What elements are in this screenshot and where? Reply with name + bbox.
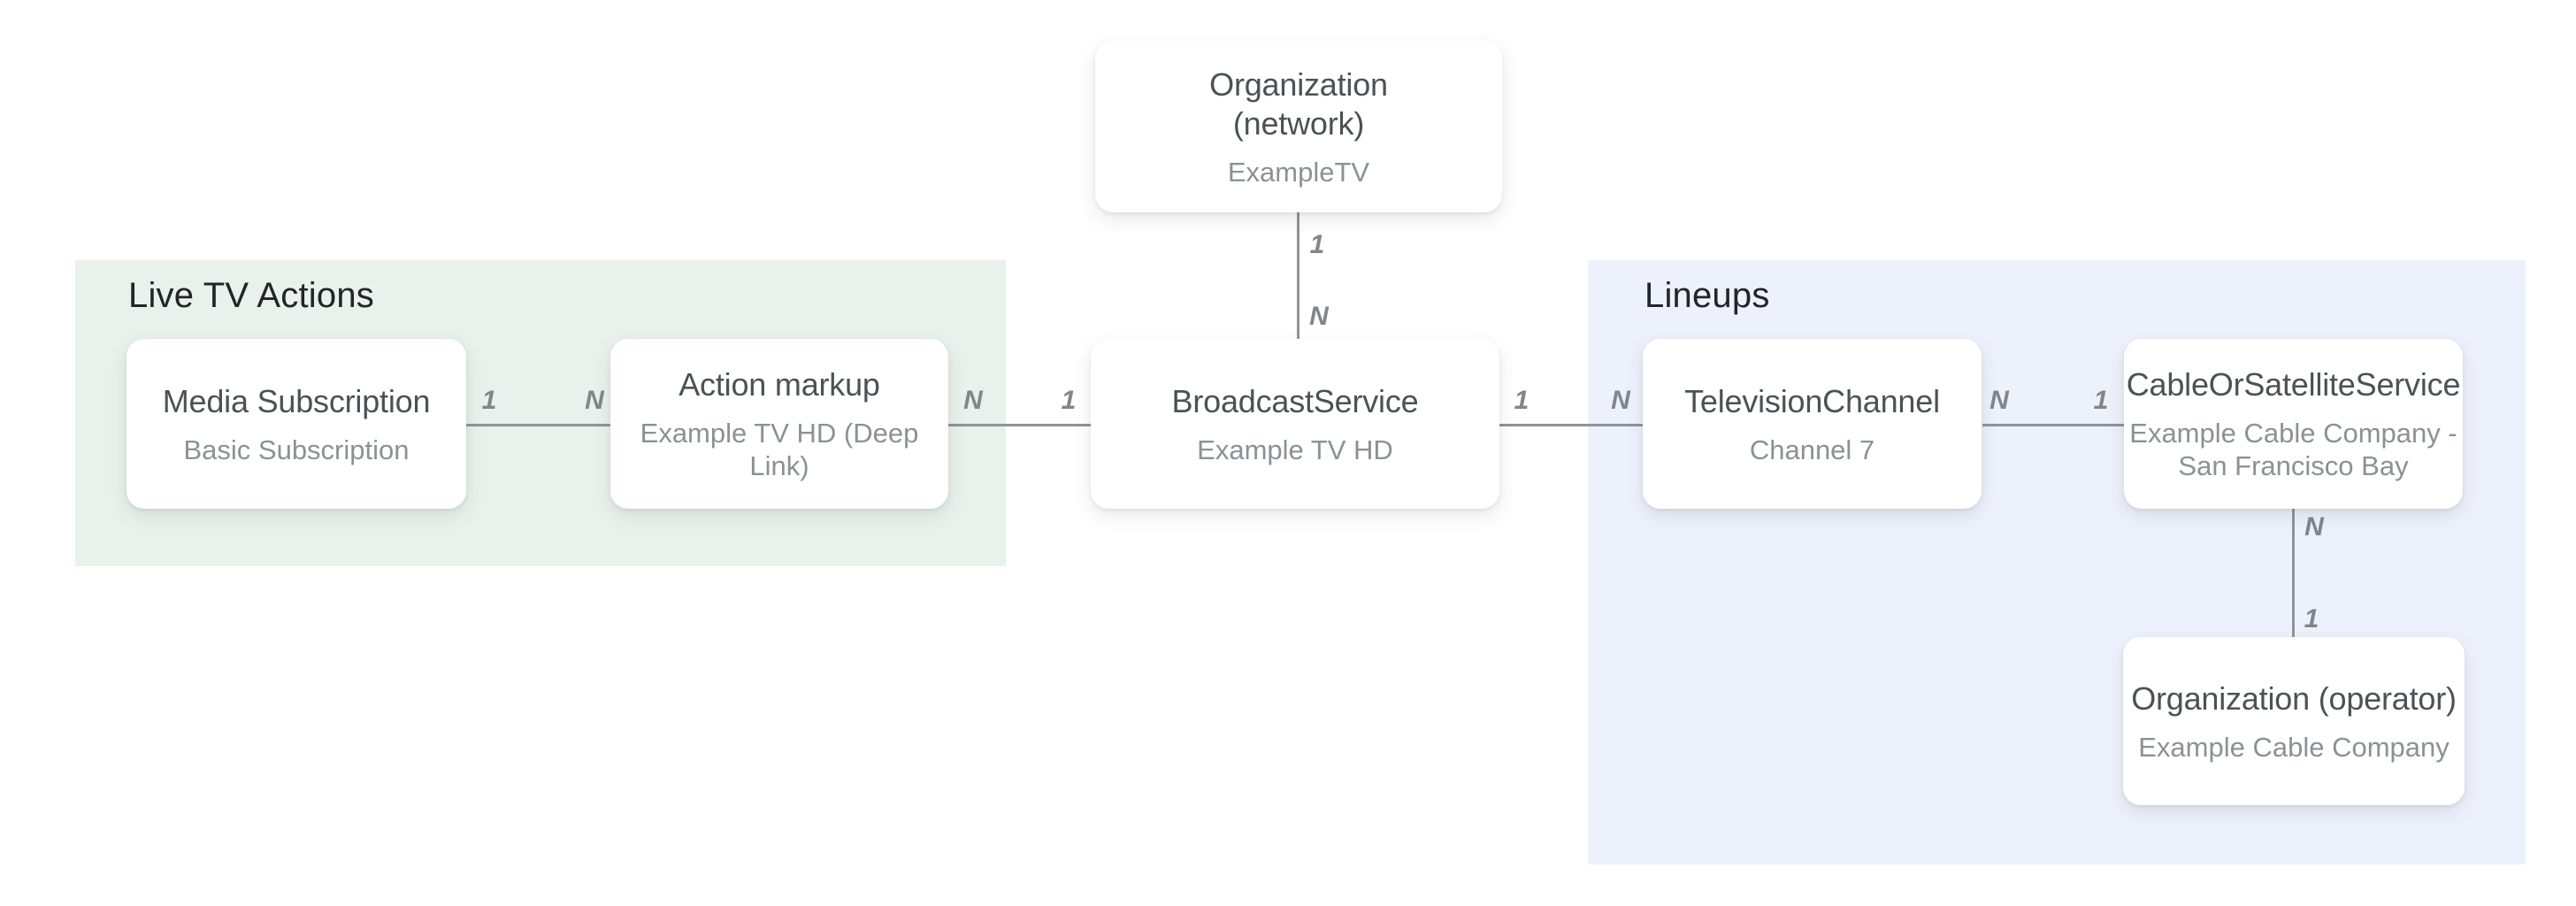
node-cable-or-satellite-service: CableOrSatelliteService Example Cable Co…	[2124, 339, 2463, 509]
node-subtitle: Basic Subscription	[183, 434, 410, 465]
node-subtitle: Example TV HD (Deep Link)	[640, 418, 919, 481]
node-title: BroadcastService	[1171, 382, 1419, 419]
node-organization-network: Organization (network) ExampleTV	[1095, 41, 1502, 212]
cardinality-label-n: N	[585, 386, 604, 415]
node-organization-operator: Organization (operator) Example Cable Co…	[2123, 637, 2465, 805]
node-television-channel: TelevisionChannel Channel 7	[1643, 339, 1982, 509]
node-subtitle: ExampleTV	[1227, 156, 1370, 188]
node-action-markup: Action markup Example TV HD (Deep Link)	[610, 339, 948, 509]
connector-mediasubscription-actionmarkup	[466, 424, 610, 426]
node-title: Organization (operator)	[2131, 680, 2457, 717]
node-title: TelevisionChannel	[1684, 382, 1940, 419]
node-title: CableOrSatelliteService	[2126, 366, 2461, 403]
cardinality-label-1: 1	[481, 386, 497, 415]
node-title: Action markup	[678, 366, 880, 403]
connector-broadcastservice-televisionchannel	[1499, 424, 1643, 426]
node-subtitle: Example Cable Company - San Francisco Ba…	[2129, 418, 2457, 481]
cardinality-label-n: N	[1309, 302, 1329, 331]
node-title: Organization (network)	[1209, 65, 1388, 142]
connector-cableorsatelliteservice-operator	[2292, 507, 2295, 637]
connector-actionmarkup-broadcastservice	[948, 424, 1091, 426]
region-title-live-tv-actions: Live TV Actions	[128, 276, 374, 315]
connector-network-broadcastservice	[1297, 212, 1300, 339]
cardinality-label-n: N	[963, 386, 983, 415]
cardinality-label-1: 1	[2093, 386, 2109, 415]
connector-televisionchannel-cableorsatelliteservice	[1982, 424, 2124, 426]
cardinality-label-n: N	[2304, 512, 2324, 541]
node-title: Media Subscription	[162, 382, 431, 419]
node-subtitle: Example TV HD	[1197, 434, 1393, 465]
node-subtitle: Channel 7	[1749, 434, 1875, 465]
cardinality-label-1: 1	[1514, 386, 1530, 415]
cardinality-label-1: 1	[1061, 386, 1077, 415]
region-title-lineups: Lineups	[1644, 276, 1770, 315]
cardinality-label-n: N	[1611, 386, 1630, 415]
node-media-subscription: Media Subscription Basic Subscription	[126, 339, 466, 509]
node-subtitle: Example Cable Company	[2138, 731, 2450, 763]
cardinality-label-1: 1	[2304, 604, 2319, 633]
node-broadcast-service: BroadcastService Example TV HD	[1091, 339, 1499, 509]
cardinality-label-n: N	[1990, 386, 2009, 415]
cardinality-label-1: 1	[1309, 230, 1325, 259]
